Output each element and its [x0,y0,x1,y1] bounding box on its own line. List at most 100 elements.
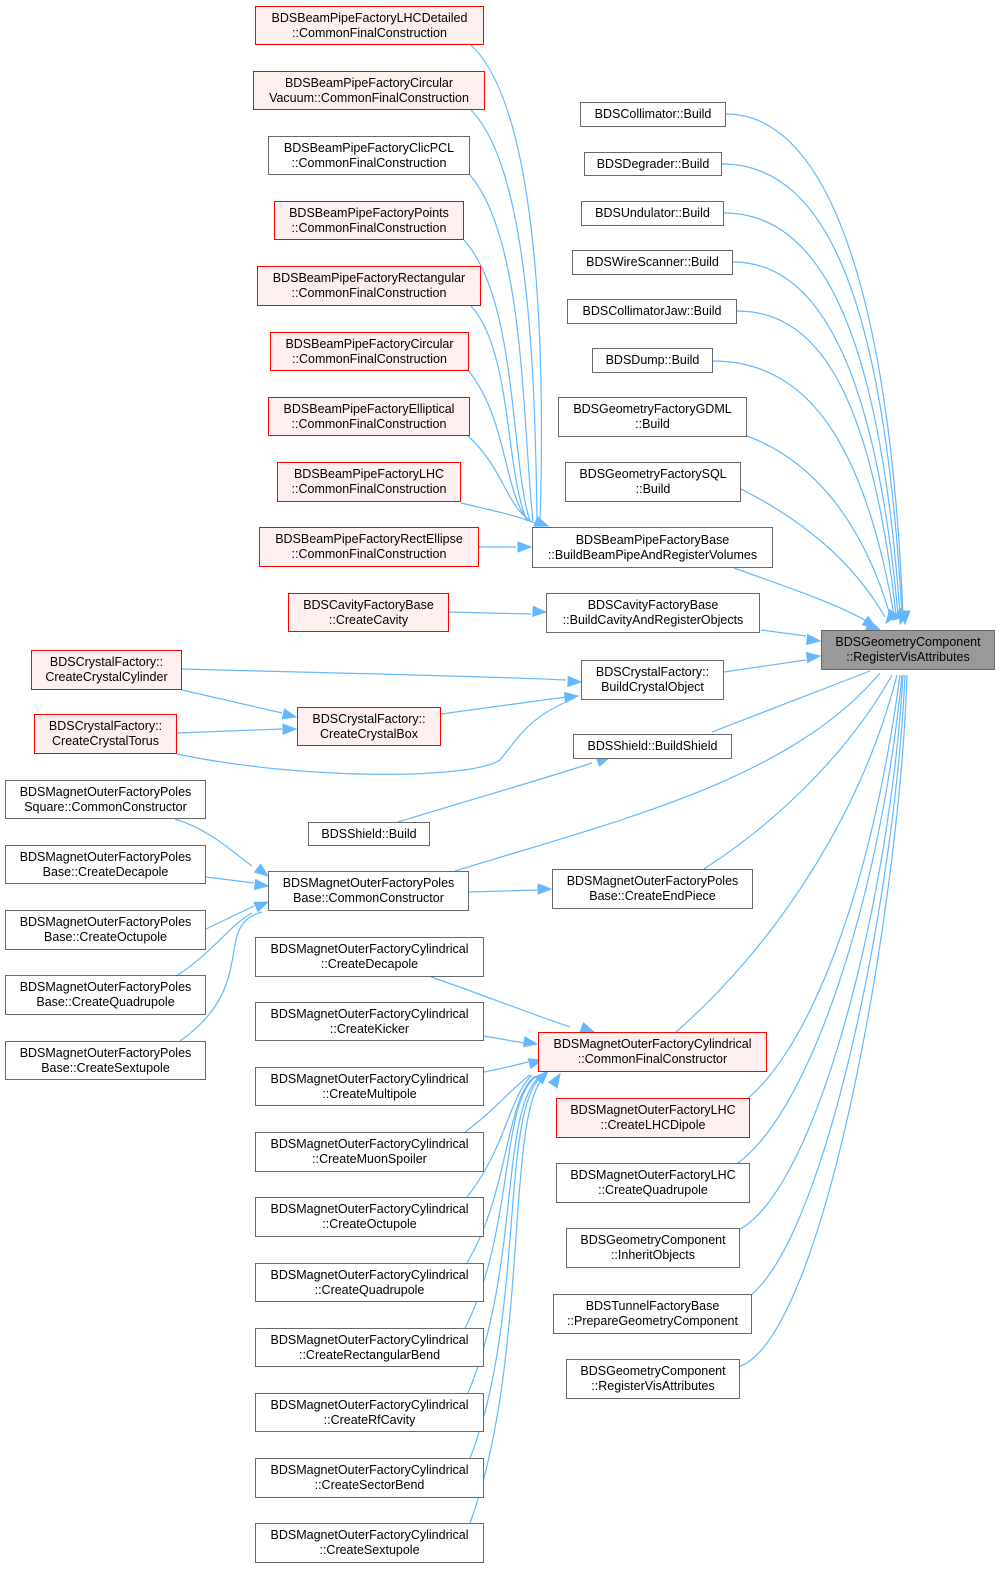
node-cavityfactorybase-createcavity[interactable]: BDSCavityFactoryBase::CreateCavity [288,593,449,632]
edge-2 [469,174,534,522]
arrowhead-14 [537,883,553,895]
node-root-geometrycomponent-registervisattributes[interactable]: BDSGeometryComponent::RegisterVisAttribu… [821,630,995,670]
edge-11 [723,212,901,616]
node-label-line1: BDSBeamPipeFactoryClicPCL [283,140,455,155]
arrowhead-16 [522,1036,539,1048]
edge-26 [733,674,904,1233]
node-label-line2: CreateCrystalBox [320,726,418,741]
node-cylindrical-createdecapole[interactable]: BDSMagnetOuterFactoryCylindrical::Create… [255,937,484,977]
node-geometryfactorygdml-build[interactable]: BDSGeometryFactoryGDML::Build [558,397,747,437]
node-elliptical-commonfinalconstruction[interactable]: BDSBeamPipeFactoryElliptical::CommonFina… [268,397,470,436]
node-cylindrical-createmultipole[interactable]: BDSMagnetOuterFactoryCylindrical::Create… [255,1067,484,1106]
node-crystalfactory-createcrystaltorus[interactable]: BDSCrystalFactory::CreateCrystalTorus [34,714,177,754]
node-shield-buildshield[interactable]: BDSShield::BuildShield [573,734,732,759]
node-cylindrical-createoctupole[interactable]: BDSMagnetOuterFactoryCylindrical::Create… [255,1197,484,1237]
node-crystalfactory-buildcrystalobject[interactable]: BDSCrystalFactory::BuildCrystalObject [581,660,724,700]
edge-28 [737,674,908,1368]
node-lhc-commonfinalconstruction[interactable]: BDSBeamPipeFactoryLHC::CommonFinalConstr… [277,462,461,502]
node-cylindrical-createquadrupole[interactable]: BDSMagnetOuterFactoryCylindrical::Create… [255,1263,484,1302]
node-label-line2: ::CreateSectorBend [314,1478,425,1492]
node-label-line2: ::CreateQuadrupole [598,1183,708,1197]
node-label-line2: ::CommonFinalConstruction [291,416,447,431]
node-points-commonfinalconstruction[interactable]: BDSBeamPipeFactoryPoints::CommonFinalCon… [274,201,464,240]
node-crystalfactory-createcrystalbox[interactable]: BDSCrystalFactory::CreateCrystalBox [297,707,441,746]
edge-25 [737,674,903,1164]
node-label-line1: BDSDegrader::Build [596,156,710,171]
edge-32 [440,696,567,715]
node-cavityfactorybase-buildcavity[interactable]: BDSCavityFactoryBase::BuildCavityAndRegi… [546,593,760,633]
node-shield-build[interactable]: BDSShield::Build [308,822,430,846]
node-degrader-build[interactable]: BDSDegrader::Build [584,152,722,176]
node-label-line2: ::CreateMuonSpoiler [312,1152,427,1166]
edge-15 [746,435,891,616]
node-beampipefactorybase-buildbeampipe[interactable]: BDSBeamPipeFactoryBase::BuildBeamPipeAnd… [532,527,773,568]
node-cylindrical-createrectangularbend[interactable]: BDSMagnetOuterFactoryCylindrical::Create… [255,1328,484,1367]
node-label-line2: ::CommonFinalConstruction [291,482,447,496]
edge-12 [732,261,899,616]
arrowhead-13 [253,901,270,913]
node-label-line1: BDSBeamPipeFactoryPoints [289,205,449,220]
arrowhead-18 [534,1070,549,1085]
arrowhead-7 [563,691,580,704]
node-wirescanner-build[interactable]: BDSWireScanner::Build [572,250,733,275]
node-label-line1: BDSMagnetOuterFactoryCylindrical [270,1267,469,1282]
edge-33 [176,701,567,775]
node-label-line1: BDSMagnetOuterFactoryLHC [570,1103,736,1117]
node-geometryfactorysql-build[interactable]: BDSGeometryFactorySQL::Build [565,462,741,502]
node-label-line1: BDSMagnetOuterFactoryPoles [19,980,192,994]
node-label-line1: BDSCrystalFactory:: [48,719,163,733]
node-label-line2: ::CommonFinalConstruction [291,547,447,561]
arrowhead-5 [805,651,822,664]
node-label-line2: Base::CreateSextupole [41,1060,170,1075]
node-lhcdetailed-commonfinalconstruction[interactable]: BDSBeamPipeFactoryLHCDetailed::CommonFin… [255,6,484,45]
node-collimator-build[interactable]: BDSCollimator::Build [580,102,726,127]
node-crystalfactory-createcrystalcylinder[interactable]: BDSCrystalFactory::CreateCrystalCylinder [31,650,182,690]
node-cylindrical-commonfinalconstructor[interactable]: BDSMagnetOuterFactoryCylindrical::Common… [538,1032,767,1072]
node-clicpcl-commonfinalconstruction[interactable]: BDSBeamPipeFactoryClicPCL::CommonFinalCo… [268,136,470,175]
node-geometrycomponent-inheritobjects[interactable]: BDSGeometryComponent::InheritObjects [566,1228,740,1268]
node-cylindrical-createsextupole[interactable]: BDSMagnetOuterFactoryCylindrical::Create… [255,1523,484,1563]
node-cylindrical-createrfcavity[interactable]: BDSMagnetOuterFactoryCylindrical::Create… [255,1393,484,1432]
node-cylindrical-createkicker[interactable]: BDSMagnetOuterFactoryCylindrical::Create… [255,1002,484,1041]
node-lhc-createlhcdipole[interactable]: BDSMagnetOuterFactoryLHC::CreateLHCDipol… [556,1098,750,1138]
edge-30 [181,689,283,714]
node-label-line2: Base::CreateEndPiece [589,889,716,903]
node-cylindrical-createmuonspoiler[interactable]: BDSMagnetOuterFactoryCylindrical::Create… [255,1132,484,1172]
node-label-line2: ::PrepareGeometryComponent [567,1314,738,1328]
node-label-line1: BDSBeamPipeFactoryRectEllipse [275,532,463,546]
node-label-line1: BDSCavityFactoryBase [303,597,434,612]
node-tunnelfactorybase-preparegeometrycomponent[interactable]: BDSTunnelFactoryBase::PrepareGeometryCom… [553,1294,752,1334]
node-label-line2: ::Build [635,417,670,431]
node-label-line2: Base::CreateDecapole [42,864,169,879]
node-label-line1: BDSMagnetOuterFactoryLHC [570,1168,736,1182]
node-label-line2: ::RegisterVisAttributes [846,650,970,664]
edge-5 [467,369,529,522]
arrowhead-11 [253,863,270,877]
edge-46 [466,1074,533,1198]
edge-19 [723,659,807,673]
node-lhc-createquadrupole[interactable]: BDSMagnetOuterFactoryLHC::CreateQuadrupo… [556,1163,750,1203]
node-label-line2: CreateCrystalCylinder [45,670,168,684]
node-label-line2: BuildCrystalObject [601,680,704,694]
node-label-line1: BDSMagnetOuterFactoryCylindrical [270,1006,469,1021]
node-collimatorjaw-build[interactable]: BDSCollimatorJaw::Build [567,299,737,324]
node-dump-build[interactable]: BDSDump::Build [592,348,713,373]
node-undulator-build[interactable]: BDSUndulator::Build [581,201,724,226]
arrowhead-6 [567,675,583,688]
node-circular-commonfinalconstruction[interactable]: BDSBeamPipeFactoryCircular::CommonFinalC… [270,332,469,371]
node-rectellipse-commonfinalconstruction[interactable]: BDSBeamPipeFactoryRectEllipse::CommonFin… [259,527,479,567]
node-label-line2: ::CreateOctupole [322,1217,417,1231]
node-rectangular-commonfinalconstruction[interactable]: BDSBeamPipeFactoryRectangular::CommonFin… [257,266,481,306]
node-label-line2: ::InheritObjects [610,1248,696,1262]
node-cylindrical-createsectorbend[interactable]: BDSMagnetOuterFactoryCylindrical::Create… [255,1458,484,1498]
edge-38 [205,905,255,930]
node-geometrycomponent-registervisattributes-recursive[interactable]: BDSGeometryComponent::RegisterVisAttribu… [566,1359,740,1399]
